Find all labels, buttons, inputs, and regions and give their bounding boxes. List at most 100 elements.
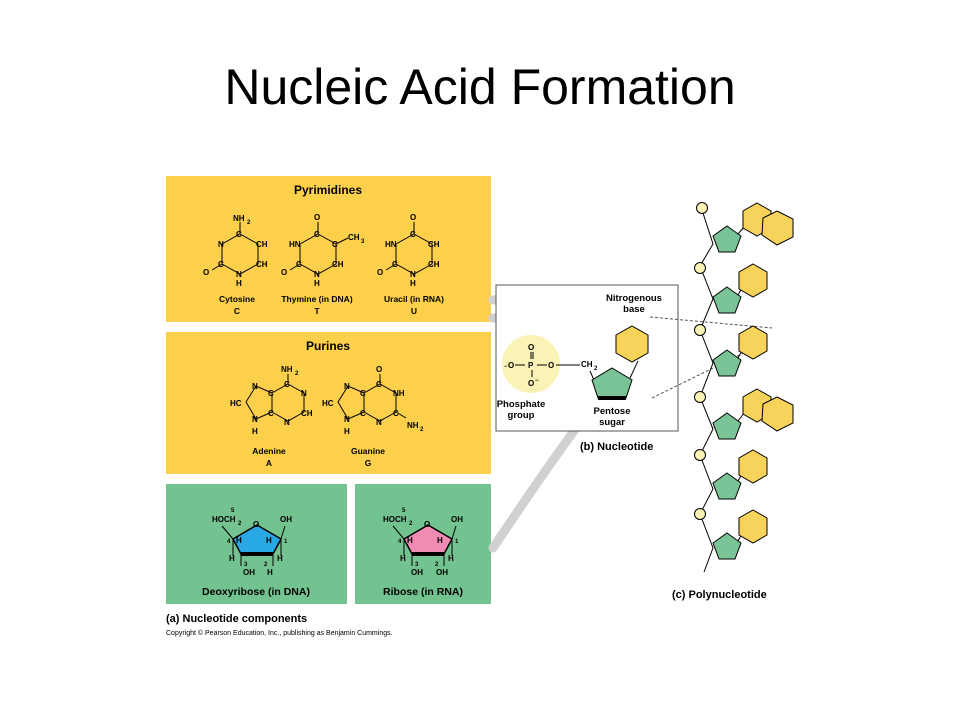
phosphate-label-line1: Phosphate <box>497 399 546 410</box>
svg-text:N: N <box>344 415 350 424</box>
svg-text:3: 3 <box>244 562 248 568</box>
svg-text:N: N <box>301 389 307 398</box>
ch2-sub: 2 <box>594 366 598 372</box>
svg-text:CH: CH <box>348 233 360 242</box>
purines-heading: Purines <box>306 339 350 353</box>
svg-text:NH: NH <box>407 421 419 430</box>
svg-text:O: O <box>528 379 534 388</box>
svg-text:C: C <box>376 380 382 389</box>
svg-text:HC: HC <box>230 399 242 408</box>
panel-a-caption: (a) Nucleotide components <box>166 613 307 625</box>
svg-text:O: O <box>203 268 209 277</box>
slide-title: Nucleic Acid Formation <box>224 59 736 115</box>
svg-text:2: 2 <box>247 220 251 226</box>
svg-text:OH: OH <box>243 568 255 577</box>
svg-text:HN: HN <box>289 240 301 249</box>
polynucleotide-unit-1 <box>696 202 794 253</box>
svg-text:NH: NH <box>281 365 293 374</box>
svg-text:OH: OH <box>436 568 448 577</box>
svg-text:H: H <box>314 279 320 288</box>
thymine-name: Thymine (in DNA) <box>281 294 352 304</box>
guanine-five-ring <box>337 385 365 420</box>
svg-text:H: H <box>407 536 413 545</box>
svg-text:HC: HC <box>322 399 334 408</box>
svg-text:N: N <box>218 240 224 249</box>
svg-text:CH: CH <box>428 260 440 269</box>
sugar-label-line1: Pentose <box>594 406 631 417</box>
svg-text:H: H <box>236 536 242 545</box>
svg-text:N: N <box>252 415 258 424</box>
svg-text:OH: OH <box>280 515 292 524</box>
svg-text:H: H <box>252 427 258 436</box>
svg-text:CH: CH <box>301 409 313 418</box>
svg-text:1: 1 <box>284 539 288 545</box>
svg-text:3: 3 <box>361 239 365 245</box>
svg-text:O: O <box>377 268 383 277</box>
svg-text:4: 4 <box>227 539 231 545</box>
svg-text:HOCH: HOCH <box>383 515 407 524</box>
ch2-label: CH <box>581 360 593 369</box>
svg-text:NH: NH <box>233 214 245 223</box>
cytosine-name: Cytosine <box>219 294 255 304</box>
svg-text:O: O <box>376 365 382 374</box>
svg-text:−: − <box>504 364 508 370</box>
svg-text:O: O <box>508 361 514 370</box>
guanine-name: Guanine <box>351 446 385 456</box>
svg-text:H: H <box>448 554 454 563</box>
pyrimidines-heading: Pyrimidines <box>294 183 362 197</box>
phosphate-formula: O − O P O O− <box>504 343 554 388</box>
svg-text:C: C <box>268 389 274 398</box>
svg-text:2: 2 <box>435 562 439 568</box>
svg-text:C: C <box>393 409 399 418</box>
svg-text:O: O <box>281 268 287 277</box>
svg-text:2: 2 <box>420 427 424 433</box>
purines-panel <box>166 332 491 474</box>
svg-text:−: − <box>535 378 539 384</box>
svg-text:H: H <box>267 568 273 577</box>
base-label-line1: Nitrogenous <box>606 293 662 304</box>
svg-text:C: C <box>360 389 366 398</box>
cytosine-letter: C <box>234 306 240 316</box>
svg-text:C: C <box>360 409 366 418</box>
svg-text:C: C <box>314 230 320 239</box>
svg-text:C: C <box>268 409 274 418</box>
svg-text:1: 1 <box>455 539 459 545</box>
adenine-letter: A <box>266 458 272 468</box>
svg-text:H: H <box>277 554 283 563</box>
svg-text:5: 5 <box>402 508 406 514</box>
uracil-structure: O C CH CH N HN C O H <box>377 213 440 288</box>
svg-text:C: C <box>392 260 398 269</box>
svg-text:C: C <box>296 260 302 269</box>
svg-text:H: H <box>400 554 406 563</box>
uracil-ring <box>395 233 433 275</box>
phosphate-label-line2: group <box>508 410 535 421</box>
pyrimidines-panel <box>166 176 491 322</box>
svg-text:O: O <box>314 213 320 222</box>
svg-text:H: H <box>229 554 235 563</box>
svg-text:NH: NH <box>393 389 405 398</box>
svg-text:CH: CH <box>332 260 344 269</box>
svg-text:P: P <box>528 361 534 370</box>
polynucleotide-unit-6 <box>694 508 768 560</box>
svg-text:N: N <box>252 382 258 391</box>
svg-text:CH: CH <box>256 260 268 269</box>
svg-text:3: 3 <box>415 562 419 568</box>
svg-text:OH: OH <box>411 568 423 577</box>
svg-text:H: H <box>410 279 416 288</box>
nucleotide-base <box>615 325 649 363</box>
svg-text:HN: HN <box>385 240 397 249</box>
uracil-name: Uracil (in RNA) <box>384 294 444 304</box>
polynucleotide-unit-3 <box>694 324 768 377</box>
polynucleotide-strand <box>694 202 794 573</box>
adenine-name: Adenine <box>252 446 286 456</box>
thymine-letter: T <box>314 306 320 316</box>
svg-text:O: O <box>410 213 416 222</box>
phosphate-circle <box>502 335 560 393</box>
svg-text:HOCH: HOCH <box>212 515 236 524</box>
polynucleotide-unit-5 <box>694 449 768 500</box>
sugar-label-line2: sugar <box>599 417 625 428</box>
svg-text:H: H <box>266 536 272 545</box>
